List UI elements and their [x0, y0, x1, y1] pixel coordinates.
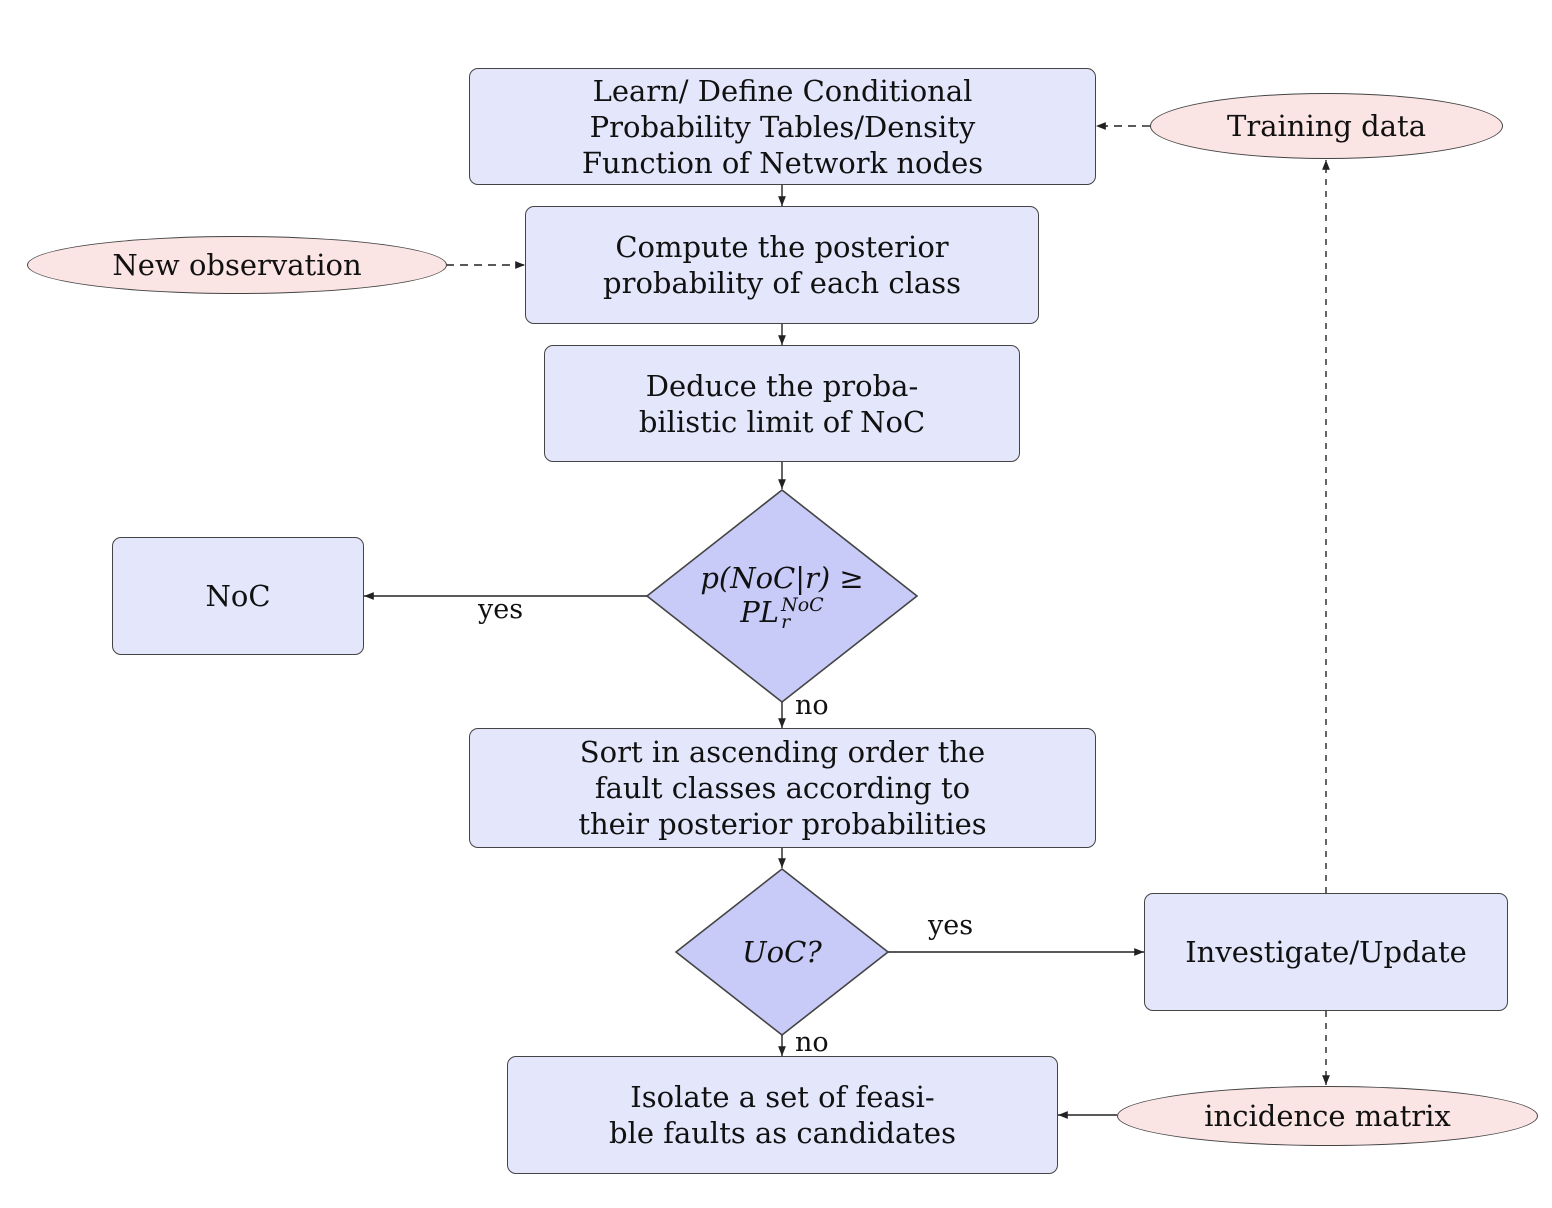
- process-isolate-line-1: Isolate a set of feasi-: [630, 1080, 935, 1114]
- data-incidence-matrix: incidence matrix: [1117, 1086, 1538, 1146]
- edge-label-decision1-no: no: [795, 690, 829, 721]
- process-learn-cpt: Learn/ Define Conditional Probability Ta…: [469, 68, 1096, 185]
- process-investigate-label: Investigate/Update: [1185, 935, 1467, 969]
- decision-noc-sub: r: [781, 611, 791, 633]
- decision-noc-base: PL: [740, 595, 780, 629]
- process-sort-classes: Sort in ascending order the fault classe…: [469, 728, 1096, 848]
- process-compute-posterior: Compute the posterior probability of eac…: [525, 206, 1039, 324]
- process-noc-label: NoC: [205, 579, 271, 613]
- process-sort-line-3: their posterior probabilities: [578, 807, 987, 841]
- process-sort-line-1: Sort in ascending order the: [579, 735, 986, 769]
- edge-label-decision1-yes: yes: [478, 594, 524, 625]
- data-training-label: Training data: [1227, 109, 1426, 143]
- process-deduce-limit: Deduce the proba- bilistic limit of NoC: [544, 345, 1020, 462]
- process-sort-line-2: fault classes according to: [594, 771, 971, 805]
- decision-noc-line-1: p(NoC|r) ≥: [700, 561, 864, 595]
- decision-noc-sup: NoC: [781, 594, 824, 616]
- process-learn-line-1: Learn/ Define Conditional: [592, 73, 973, 108]
- data-incidence-label: incidence matrix: [1204, 1099, 1451, 1133]
- data-new-observation: New observation: [27, 236, 447, 294]
- process-noc: NoC: [112, 537, 364, 655]
- process-deduce-line-2: bilistic limit of NoC: [638, 404, 926, 439]
- edge-label-decision2-no: no: [795, 1027, 829, 1058]
- decision-uoc-text: UoC?: [706, 927, 858, 977]
- process-compute-line-1: Compute the posterior: [615, 230, 949, 264]
- decision-uoc-label: UoC?: [742, 935, 822, 969]
- edge-label-decision2-yes: yes: [928, 910, 974, 941]
- process-compute-line-2: probability of each class: [603, 266, 961, 300]
- process-learn-line-3: Function of Network nodes: [581, 145, 984, 180]
- process-learn-line-2: Probability Tables/Density: [589, 109, 976, 144]
- process-investigate-update: Investigate/Update: [1144, 893, 1508, 1011]
- process-isolate-faults: Isolate a set of feasi- ble faults as ca…: [507, 1056, 1058, 1174]
- process-deduce-line-1: Deduce the proba-: [645, 368, 919, 403]
- data-training: Training data: [1150, 93, 1503, 159]
- data-new-observation-label: New observation: [112, 248, 362, 282]
- process-isolate-line-2: ble faults as candidates: [609, 1116, 956, 1150]
